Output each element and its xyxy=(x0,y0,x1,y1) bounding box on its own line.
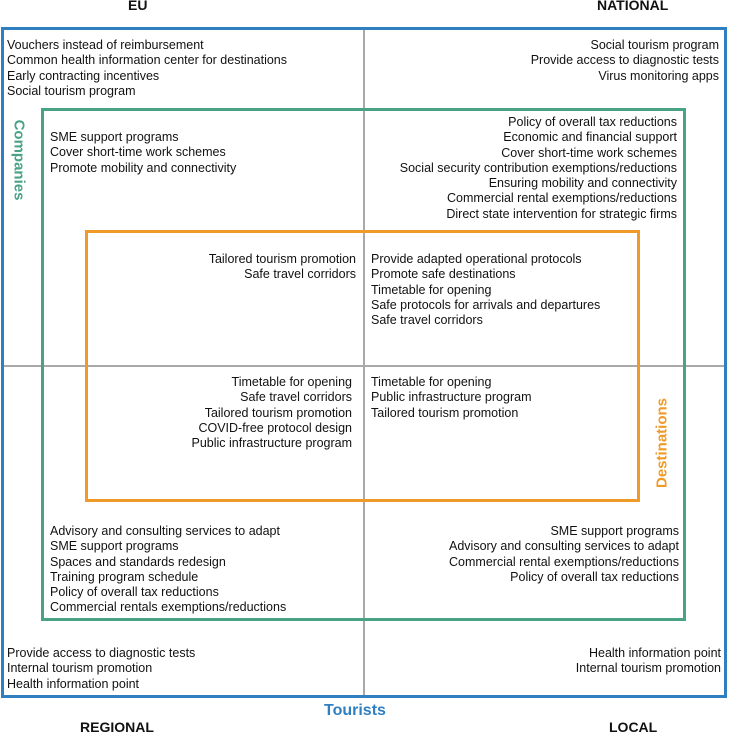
eu-company-measures: SME support programs Cover short-time wo… xyxy=(50,130,236,176)
list-item: Early contracting incentives xyxy=(7,68,160,83)
list-item: Internal tourism promotion xyxy=(575,661,721,676)
list-item: Ensuring mobility and connectivity xyxy=(488,176,677,191)
list-item: Cover short-time work schemes xyxy=(501,145,677,160)
list-item: Safe travel corridors xyxy=(244,267,356,282)
list-item: Promote safe destinations xyxy=(371,267,516,282)
regional-company-measures: Advisory and consulting services to adap… xyxy=(50,524,286,616)
list-item: Health information point xyxy=(7,676,140,691)
list-item: Public infrastructure program xyxy=(371,390,532,405)
vertical-divider xyxy=(363,28,365,697)
list-item: Virus monitoring apps xyxy=(598,68,719,83)
list-item: Promote mobility and connectivity xyxy=(50,160,237,175)
list-item: Safe travel corridors xyxy=(240,390,352,405)
destinations-box xyxy=(85,230,640,502)
corner-label-local: LOCAL xyxy=(609,719,658,735)
list-item: Training program schedule xyxy=(50,569,199,584)
list-item: COVID-free protocol design xyxy=(198,420,352,435)
list-item: Timetable for opening xyxy=(231,375,352,389)
list-item: Timetable for opening xyxy=(371,375,492,389)
list-item: Internal tourism promotion xyxy=(7,661,153,676)
list-item: Policy of overall tax reductions xyxy=(50,585,219,600)
local-company-measures: SME support programs Advisory and consul… xyxy=(449,524,679,585)
list-item: Commercial rental exemptions/reductions xyxy=(447,191,677,206)
list-item: Tailored tourism promotion xyxy=(371,405,519,420)
list-item: Advisory and consulting services to adap… xyxy=(50,524,280,538)
list-item: Economic and financial support xyxy=(503,130,677,145)
list-item: Social tourism program xyxy=(7,83,136,98)
corner-label-eu: EU xyxy=(128,0,148,13)
national-tourist-measures: Social tourism program Provide access to… xyxy=(531,38,719,84)
list-item: SME support programs xyxy=(550,524,679,538)
list-item: Safe travel corridors xyxy=(371,313,483,328)
list-item: Advisory and consulting services to adap… xyxy=(449,539,679,554)
list-item: Social tourism program xyxy=(590,38,719,52)
national-destination-measures: Provide adapted operational protocols Pr… xyxy=(371,252,600,328)
list-item: Policy of overall tax reductions xyxy=(508,115,677,129)
list-item: Tailored tourism promotion xyxy=(208,252,356,266)
corner-label-national: NATIONAL xyxy=(597,0,669,13)
destinations-label: Destinations xyxy=(653,397,671,489)
list-item: Commercial rentals exemptions/reductions xyxy=(50,600,287,615)
list-item: Common health information center for des… xyxy=(7,53,288,68)
list-item: Tailored tourism promotion xyxy=(204,405,352,420)
local-destination-measures: Timetable for opening Public infrastruct… xyxy=(371,375,531,421)
eu-destination-measures: Tailored tourism promotion Safe travel c… xyxy=(209,252,356,283)
regional-tourist-measures: Provide access to diagnostic tests Inter… xyxy=(7,646,195,692)
tourists-box xyxy=(1,27,727,698)
list-item: Policy of overall tax reductions xyxy=(510,569,679,584)
horizontal-divider xyxy=(2,365,727,367)
list-item: Provide access to diagnostic tests xyxy=(530,53,719,68)
list-item: Health information point xyxy=(588,646,721,660)
national-company-measures: Policy of overall tax reductions Economi… xyxy=(400,115,677,222)
list-item: SME support programs xyxy=(50,130,179,144)
list-item: Cover short-time work schemes xyxy=(50,145,226,160)
list-item: SME support programs xyxy=(50,539,179,554)
list-item: Vouchers instead of reimbursement xyxy=(7,38,204,52)
list-item: Spaces and standards redesign xyxy=(50,554,226,569)
list-item: Provide access to diagnostic tests xyxy=(7,646,196,660)
list-item: Safe protocols for arrivals and departur… xyxy=(371,297,601,312)
local-tourist-measures: Health information point Internal touris… xyxy=(576,646,721,677)
regional-destination-measures: Timetable for opening Safe travel corrid… xyxy=(192,375,352,451)
list-item: Timetable for opening xyxy=(371,282,492,297)
list-item: Social security contribution exemptions/… xyxy=(399,160,677,175)
list-item: Public infrastructure program xyxy=(191,436,352,451)
tourists-label: Tourists xyxy=(324,702,386,719)
list-item: Commercial rental exemptions/reductions xyxy=(449,554,679,569)
companies-label: Companies xyxy=(10,119,28,201)
companies-box xyxy=(41,108,686,621)
list-item: Provide adapted operational protocols xyxy=(371,252,582,266)
corner-label-regional: REGIONAL xyxy=(80,719,154,735)
eu-tourist-measures: Vouchers instead of reimbursement Common… xyxy=(7,38,287,99)
list-item: Direct state intervention for strategic … xyxy=(446,206,677,221)
